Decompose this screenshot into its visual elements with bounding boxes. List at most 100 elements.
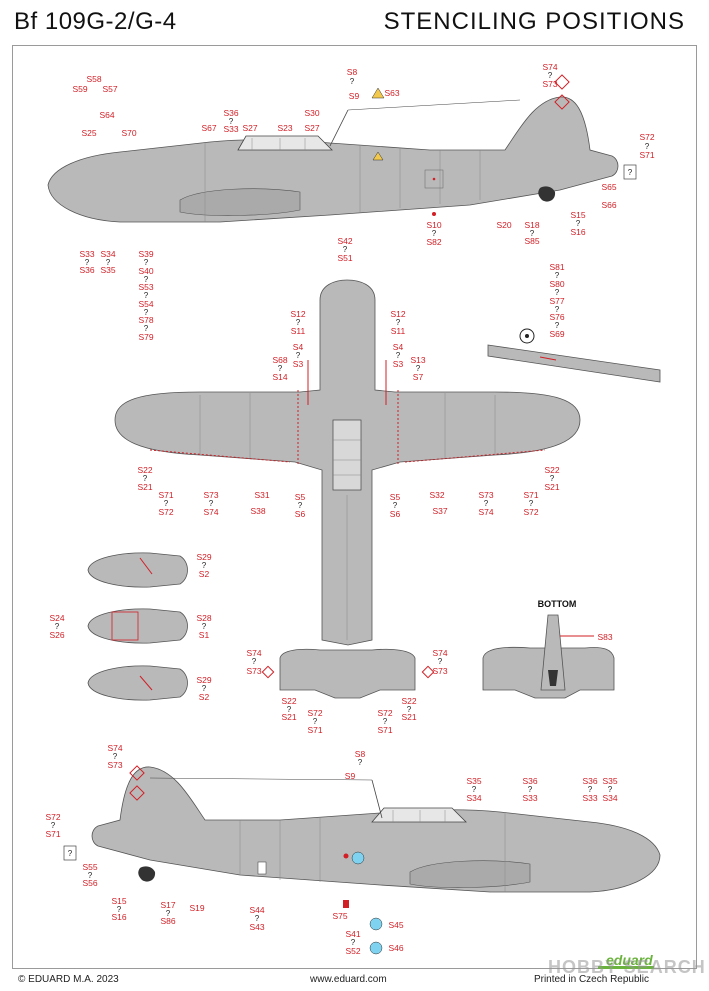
svg-text:S65: S65 xyxy=(601,182,616,192)
svg-text:S6: S6 xyxy=(390,509,401,519)
svg-text:?: ? xyxy=(550,474,555,483)
bottom-tail-view: BOTTOM S83 xyxy=(482,599,615,699)
top-view xyxy=(114,279,581,699)
svg-text:?: ? xyxy=(555,271,560,280)
svg-text:S21: S21 xyxy=(281,712,296,722)
svg-text:?: ? xyxy=(202,684,207,693)
svg-text:?: ? xyxy=(202,622,207,631)
svg-text:S43: S43 xyxy=(249,922,264,932)
svg-text:S80: S80 xyxy=(549,279,564,289)
svg-text:?: ? xyxy=(628,168,633,177)
svg-text:?: ? xyxy=(393,501,398,510)
svg-text:?: ? xyxy=(472,785,477,794)
svg-text:S85: S85 xyxy=(524,236,539,246)
svg-text:S34: S34 xyxy=(602,793,617,803)
svg-text:S73: S73 xyxy=(107,760,122,770)
svg-text:S34: S34 xyxy=(100,249,115,259)
svg-text:S11: S11 xyxy=(391,326,406,336)
copyright: © EDUARD M.A. 2023 xyxy=(18,974,119,985)
svg-text:S33: S33 xyxy=(582,793,597,803)
svg-text:S73: S73 xyxy=(203,490,218,500)
svg-text:?: ? xyxy=(350,77,355,86)
svg-text:S35: S35 xyxy=(100,265,115,275)
svg-text:S33: S33 xyxy=(522,793,537,803)
svg-text:S22: S22 xyxy=(401,696,416,706)
svg-text:?: ? xyxy=(548,71,553,80)
svg-text:?: ? xyxy=(555,305,560,314)
logo-underline xyxy=(598,966,654,969)
svg-text:S74: S74 xyxy=(107,743,122,753)
svg-text:S28: S28 xyxy=(196,613,211,623)
svg-text:S71: S71 xyxy=(307,725,322,735)
svg-text:?: ? xyxy=(229,117,234,126)
svg-text:S36: S36 xyxy=(223,108,238,118)
svg-text:S29: S29 xyxy=(196,675,211,685)
svg-text:S21: S21 xyxy=(544,482,559,492)
svg-text:S78: S78 xyxy=(138,315,153,325)
svg-text:S22: S22 xyxy=(137,465,152,475)
svg-text:S71: S71 xyxy=(377,725,392,735)
svg-text:?: ? xyxy=(106,258,111,267)
svg-text:S15: S15 xyxy=(570,210,585,220)
svg-text:S16: S16 xyxy=(111,912,126,922)
svg-text:S13: S13 xyxy=(410,355,425,365)
svg-text:S30: S30 xyxy=(304,108,319,118)
svg-text:S63: S63 xyxy=(384,88,399,98)
svg-text:S40: S40 xyxy=(138,266,153,276)
svg-text:S31: S31 xyxy=(254,490,269,500)
svg-text:S52: S52 xyxy=(345,946,360,956)
svg-text:S73: S73 xyxy=(478,490,493,500)
svg-text:?: ? xyxy=(164,499,169,508)
svg-text:S72: S72 xyxy=(523,507,538,517)
top-view-labels: S12 ? S11 S12 ? S11 S68 ? S14 S4 ? S3 S4… xyxy=(137,309,559,519)
eduard-logo: eduard xyxy=(606,952,653,968)
svg-text:?: ? xyxy=(144,324,149,333)
svg-text:S32: S32 xyxy=(429,490,444,500)
svg-text:S72: S72 xyxy=(639,132,654,142)
svg-text:?: ? xyxy=(55,622,60,631)
svg-text:S15: S15 xyxy=(111,896,126,906)
svg-text:S5: S5 xyxy=(390,492,401,502)
svg-text:S16: S16 xyxy=(570,227,585,237)
svg-text:S22: S22 xyxy=(544,465,559,475)
svg-text:S41: S41 xyxy=(345,929,360,939)
svg-text:S86: S86 xyxy=(160,916,175,926)
drop-tanks: S29 ? S2 S24 ? S26 S28 ? S1 S29 ? S2 xyxy=(49,552,211,702)
side-view-right: ? xyxy=(63,765,661,955)
svg-text:S82: S82 xyxy=(426,237,441,247)
svg-text:S27: S27 xyxy=(304,123,319,133)
svg-text:S73: S73 xyxy=(542,79,557,89)
svg-text:S72: S72 xyxy=(377,708,392,718)
svg-text:?: ? xyxy=(144,308,149,317)
svg-text:?: ? xyxy=(530,229,535,238)
svg-text:S4: S4 xyxy=(293,342,304,352)
svg-text:?: ? xyxy=(144,291,149,300)
svg-text:S79: S79 xyxy=(138,332,153,342)
svg-text:S51: S51 xyxy=(337,253,352,263)
svg-text:S24: S24 xyxy=(49,613,64,623)
svg-text:S68: S68 xyxy=(272,355,287,365)
svg-text:S8: S8 xyxy=(355,749,366,759)
svg-text:?: ? xyxy=(278,364,283,373)
svg-text:S72: S72 xyxy=(45,812,60,822)
svg-text:S33: S33 xyxy=(223,124,238,134)
svg-text:?: ? xyxy=(432,229,437,238)
svg-text:?: ? xyxy=(202,561,207,570)
fuselage-detail: S81 ? S80 ? S77 ? S76 ? S69 xyxy=(487,262,661,383)
printed-note: Printed in Czech Republic xyxy=(533,974,649,985)
svg-text:?: ? xyxy=(68,849,73,858)
svg-text:S10: S10 xyxy=(426,220,441,230)
svg-text:?: ? xyxy=(438,657,443,666)
svg-text:S34: S34 xyxy=(466,793,481,803)
svg-text:?: ? xyxy=(255,914,260,923)
svg-text:S74: S74 xyxy=(478,507,493,517)
svg-text:S56: S56 xyxy=(82,878,97,888)
svg-text:S36: S36 xyxy=(79,265,94,275)
svg-text:S25: S25 xyxy=(81,128,96,138)
svg-text:S71: S71 xyxy=(45,829,60,839)
svg-text:?: ? xyxy=(555,321,560,330)
svg-text:?: ? xyxy=(296,351,301,360)
svg-text:S33: S33 xyxy=(79,249,94,259)
svg-text:?: ? xyxy=(296,318,301,327)
